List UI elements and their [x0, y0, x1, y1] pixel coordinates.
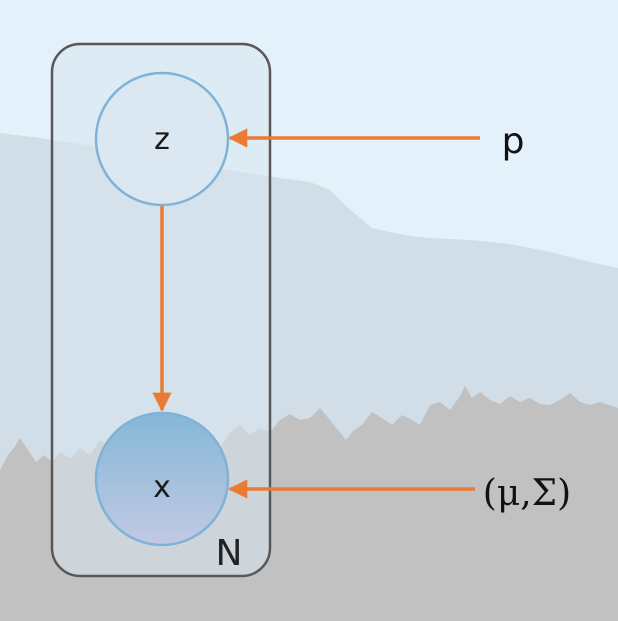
observed-node-x — [94, 411, 230, 547]
plate-label: N — [216, 533, 243, 574]
mixing-parameter-label: p — [502, 121, 525, 162]
observed-node-label: x — [153, 470, 171, 505]
latent-node-label: z — [154, 122, 170, 157]
latent-node-z — [94, 71, 230, 207]
gaussian-parameters-label: (μ,Σ) — [483, 473, 571, 514]
